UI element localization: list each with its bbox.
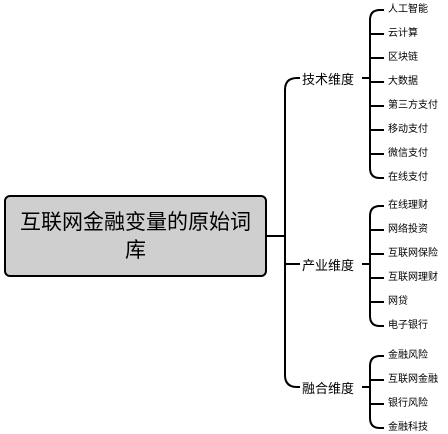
leaf-item: 金融风险 [388,350,428,361]
leaf-item: 互联网金融 [388,374,438,385]
branch-label-3: 融合维度 [302,382,355,397]
leaf-item: 在线理财 [388,200,428,211]
leaf-item: 互联网保险 [388,248,438,259]
root-label: 互联网金融变量的原始词库 [20,209,251,262]
leaf-item: 电子银行 [388,320,428,331]
leaf-item: 金融科技 [388,422,428,433]
leaf-item: 云计算 [388,28,418,39]
leaf-item: 网贷 [388,296,408,307]
leaf-item: 移动支付 [388,124,428,135]
branch-label-2: 产业维度 [302,259,355,274]
leaf-item: 大数据 [388,76,418,87]
leaf-item: 区块链 [388,52,418,63]
leaf-item: 微信支付 [388,148,428,159]
leaf-item: 网络投资 [388,224,428,235]
leaf-item: 第三方支付 [388,100,438,111]
branch-label-1: 技术维度 [302,73,355,88]
root-node: 互联网金融变量的原始词库 [4,195,267,277]
leaf-item: 互联网理财 [388,272,438,283]
leaf-item: 银行风险 [388,398,428,409]
leaf-item: 人工智能 [388,4,428,15]
leaf-item: 在线支付 [388,172,428,183]
